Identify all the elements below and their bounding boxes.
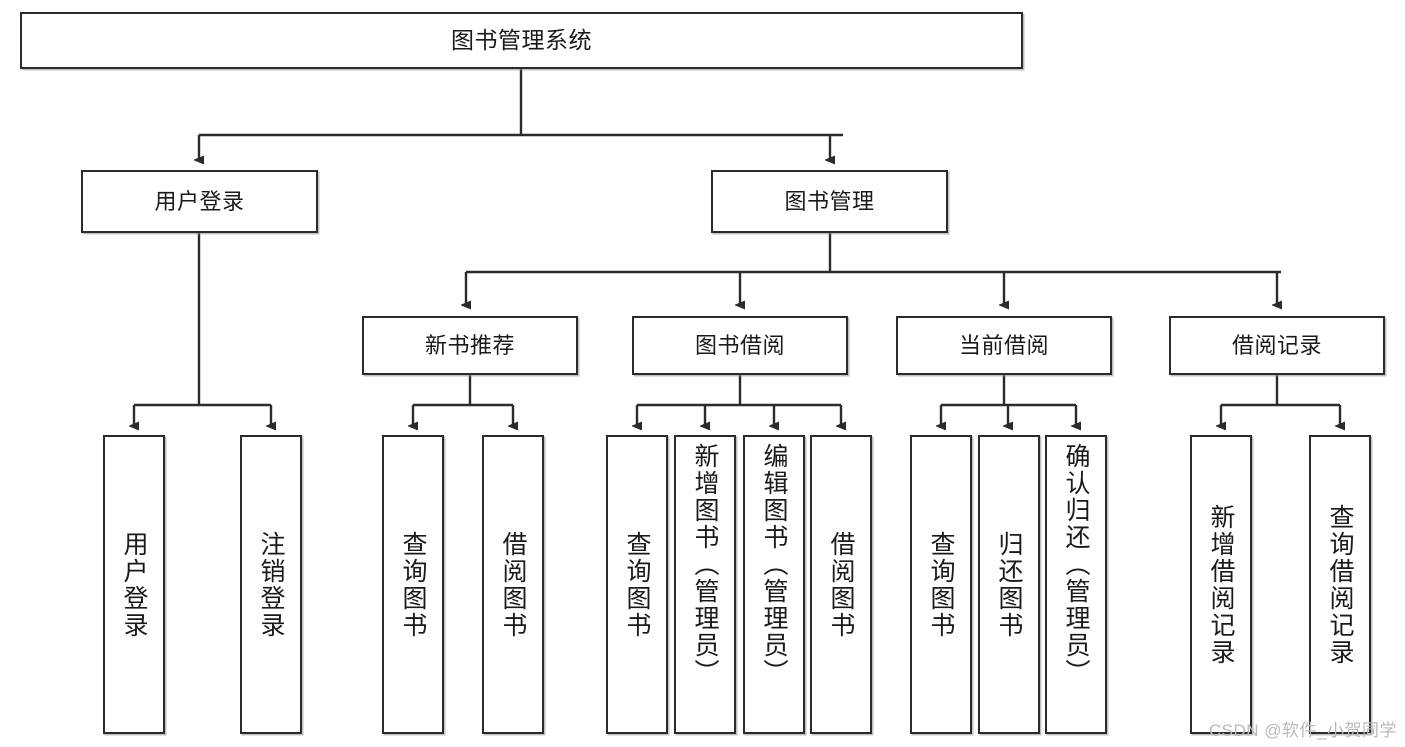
leaf-user-login-login[interactable]: 用户登录 xyxy=(103,435,165,734)
node-label: 查询借阅记录 xyxy=(1326,503,1354,666)
leaf-book-borrow-add[interactable]: 新增图书（管理员） xyxy=(674,435,736,734)
node-borrow-record[interactable]: 借阅记录 xyxy=(1169,316,1385,375)
leaf-book-borrow-query[interactable]: 查询图书 xyxy=(606,435,668,734)
node-label: 查询图书 xyxy=(623,530,651,639)
node-label: 用户登录 xyxy=(154,188,245,214)
node-label: 新增图书（管理员） xyxy=(691,443,719,686)
node-label: 查询图书 xyxy=(927,530,955,639)
node-current-borrow[interactable]: 当前借阅 xyxy=(896,316,1112,375)
leaf-book-borrow-edit[interactable]: 编辑图书（管理员） xyxy=(743,435,805,734)
leaf-new-book-query[interactable]: 查询图书 xyxy=(382,435,444,734)
node-label: 图书管理 xyxy=(784,188,875,214)
leaf-new-book-borrow[interactable]: 借阅图书 xyxy=(482,435,544,734)
leaf-borrow-record-add[interactable]: 新增借阅记录 xyxy=(1190,435,1252,734)
node-label: 图书管理系统 xyxy=(451,27,592,53)
node-label: 图书借阅 xyxy=(694,332,785,358)
node-label: 归还图书 xyxy=(995,530,1023,639)
leaf-current-borrow-query[interactable]: 查询图书 xyxy=(910,435,972,734)
leaf-current-borrow-return[interactable]: 归还图书 xyxy=(978,435,1040,734)
node-new-book-recommend[interactable]: 新书推荐 xyxy=(362,316,578,375)
node-label: 新增借阅记录 xyxy=(1207,503,1235,666)
node-user-login[interactable]: 用户登录 xyxy=(81,170,318,233)
leaf-user-login-logout[interactable]: 注销登录 xyxy=(240,435,302,734)
node-label: 借阅记录 xyxy=(1231,332,1322,358)
node-label: 编辑图书（管理员） xyxy=(760,443,788,686)
node-label: 借阅图书 xyxy=(499,530,527,639)
node-label: 查询图书 xyxy=(399,530,427,639)
node-label: 新书推荐 xyxy=(424,332,515,358)
leaf-borrow-record-query[interactable]: 查询借阅记录 xyxy=(1309,435,1371,734)
leaf-book-borrow-borrow[interactable]: 借阅图书 xyxy=(810,435,872,734)
leaf-current-borrow-confirm-return[interactable]: 确认归还（管理员） xyxy=(1045,435,1107,734)
node-book-borrow[interactable]: 图书借阅 xyxy=(632,316,848,375)
node-label: 借阅图书 xyxy=(827,530,855,639)
node-label: 用户登录 xyxy=(120,530,148,639)
node-label: 注销登录 xyxy=(257,530,285,639)
node-label: 当前借阅 xyxy=(958,332,1049,358)
node-book-management[interactable]: 图书管理 xyxy=(711,170,948,233)
node-root-system[interactable]: 图书管理系统 xyxy=(20,12,1023,69)
node-label: 确认归还（管理员） xyxy=(1062,443,1090,686)
